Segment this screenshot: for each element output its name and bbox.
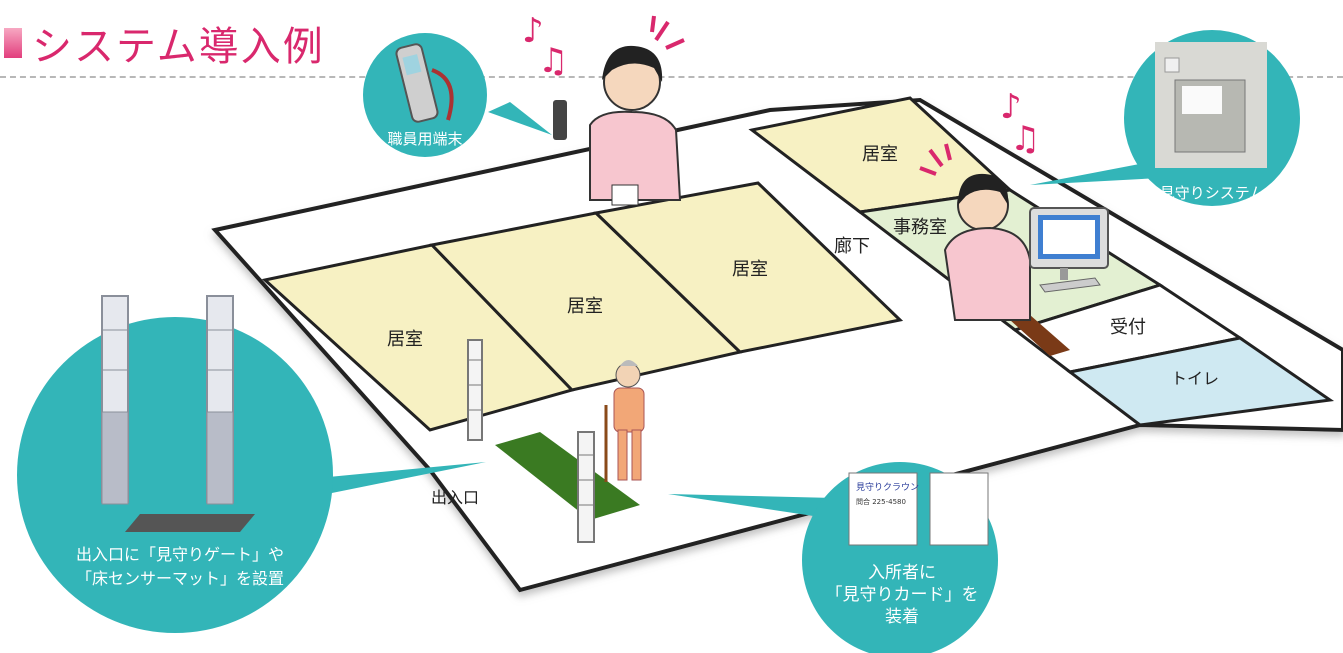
entrance-mat [495, 432, 640, 520]
office-worker-figure [943, 173, 1031, 321]
gate-label-2: 「床センサーマット」を設置 [76, 569, 284, 588]
gate-label-1: 出入口に「見守りゲート」や [76, 545, 284, 564]
card-label-1: 入所者に [868, 563, 936, 583]
card-line: 問合 225-4580 [856, 497, 906, 506]
entrance-gate-right [577, 431, 595, 543]
counter-shape [1010, 315, 1070, 356]
title-rule [0, 76, 1343, 78]
toilet-label: トイレ [1171, 369, 1219, 388]
title-block: システム導入例 [0, 16, 325, 70]
room-label-1: 居室 [387, 329, 423, 350]
office-label: 事務室 [893, 217, 947, 238]
room-label-4: 居室 [862, 144, 898, 165]
controller-label-1: 見守りシステム [1160, 184, 1265, 202]
phone-icon [395, 43, 454, 123]
pointer-card [668, 494, 840, 520]
room-shape-3 [592, 181, 904, 354]
terminal-label: 職員用端末 [387, 130, 462, 148]
resident-figure [604, 360, 645, 482]
entrance-label: 出入口 [431, 488, 479, 507]
staff-figure [553, 45, 682, 206]
card-brand: 見守りクラウン [856, 481, 919, 493]
title-marker [4, 28, 22, 58]
corridor-label: 廊下 [834, 236, 870, 257]
controller-photo [1155, 42, 1267, 168]
entrance-gate-left [467, 339, 483, 441]
alert-marks [650, 15, 952, 176]
toilet-shape [1066, 336, 1335, 427]
gate-illustration [101, 295, 255, 532]
card-icon: 見守りクラウン 問合 225-4580 [848, 472, 989, 546]
svg-text:♫: ♫ [1010, 119, 1040, 159]
music-note-icons: ♪ ♫ ♪ ♫ [522, 11, 1040, 159]
computer-monitor [1029, 207, 1109, 293]
pointer-gate [318, 462, 486, 495]
svg-text:♪: ♪ [1000, 87, 1022, 127]
card-label-3: 装着 [885, 607, 919, 627]
pointer-terminal [488, 102, 552, 135]
controller-label-2: コントローラー [1159, 206, 1264, 224]
page-title: システム導入例 [32, 24, 325, 70]
room-label-2: 居室 [567, 296, 603, 317]
pointer-controller [1030, 162, 1160, 185]
svg-text:♪: ♪ [522, 11, 544, 51]
callout-circle-gate [17, 317, 333, 633]
svg-text:♫: ♫ [538, 41, 568, 81]
card-label-2: 「見守りカード」を [826, 585, 979, 605]
room-label-3: 居室 [732, 259, 768, 280]
reception-label: 受付 [1110, 317, 1146, 338]
